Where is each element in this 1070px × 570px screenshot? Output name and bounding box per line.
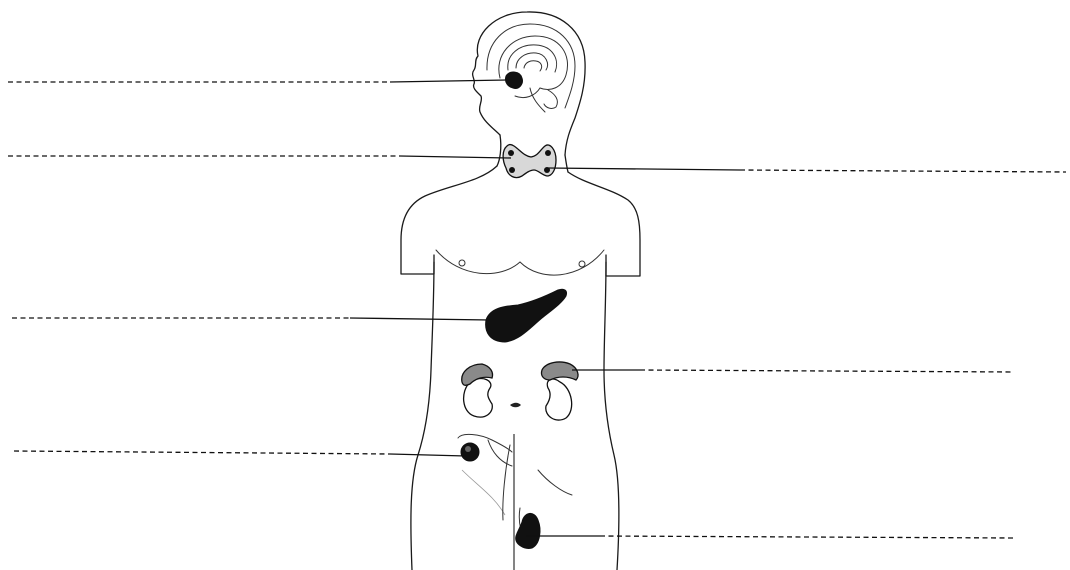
cerebellum (544, 90, 557, 108)
parathyroid-1 (508, 150, 514, 156)
label-blank-testis[interactable] (526, 536, 1014, 538)
left-shoulder-arm (401, 166, 497, 274)
left-nipple (459, 260, 465, 266)
right-nipple (579, 261, 585, 267)
torso-right-side (604, 262, 619, 570)
torso-left-side (411, 262, 434, 570)
ovary-group (458, 434, 512, 466)
ovary-inner (465, 446, 471, 452)
head-outline (473, 12, 586, 155)
label-blank-adrenal[interactable] (572, 370, 1014, 372)
thyroid-gland (503, 145, 556, 178)
neck-right (565, 155, 568, 172)
left-kidney-group (462, 364, 493, 417)
navel (510, 403, 521, 408)
testis-group (516, 508, 540, 548)
brain-fold-2 (516, 53, 548, 70)
label-blank-thyroid-left[interactable] (8, 156, 511, 158)
parathyroid-3 (545, 150, 551, 156)
label-blank-thyroid-right[interactable] (548, 168, 1066, 172)
right-kidney-group (541, 362, 578, 420)
right-shoulder-arm (568, 172, 640, 276)
label-blank-pituitary[interactable] (8, 80, 507, 82)
lower-contour-right (538, 470, 572, 495)
label-blank-pancreas[interactable] (12, 318, 490, 320)
label-blank-ovary[interactable] (14, 451, 466, 456)
ovary (461, 443, 479, 461)
pancreas (486, 289, 567, 342)
groin-line (503, 445, 510, 520)
brain-fold-3 (524, 61, 542, 71)
lower-contour-left (462, 470, 505, 515)
neck-left (497, 135, 501, 166)
parathyroid-2 (509, 167, 515, 173)
right-adrenal (541, 362, 578, 380)
pituitary-gland (505, 72, 522, 88)
right-kidney (546, 379, 572, 420)
body-outline (401, 12, 640, 570)
brain-fold-1 (508, 45, 557, 72)
